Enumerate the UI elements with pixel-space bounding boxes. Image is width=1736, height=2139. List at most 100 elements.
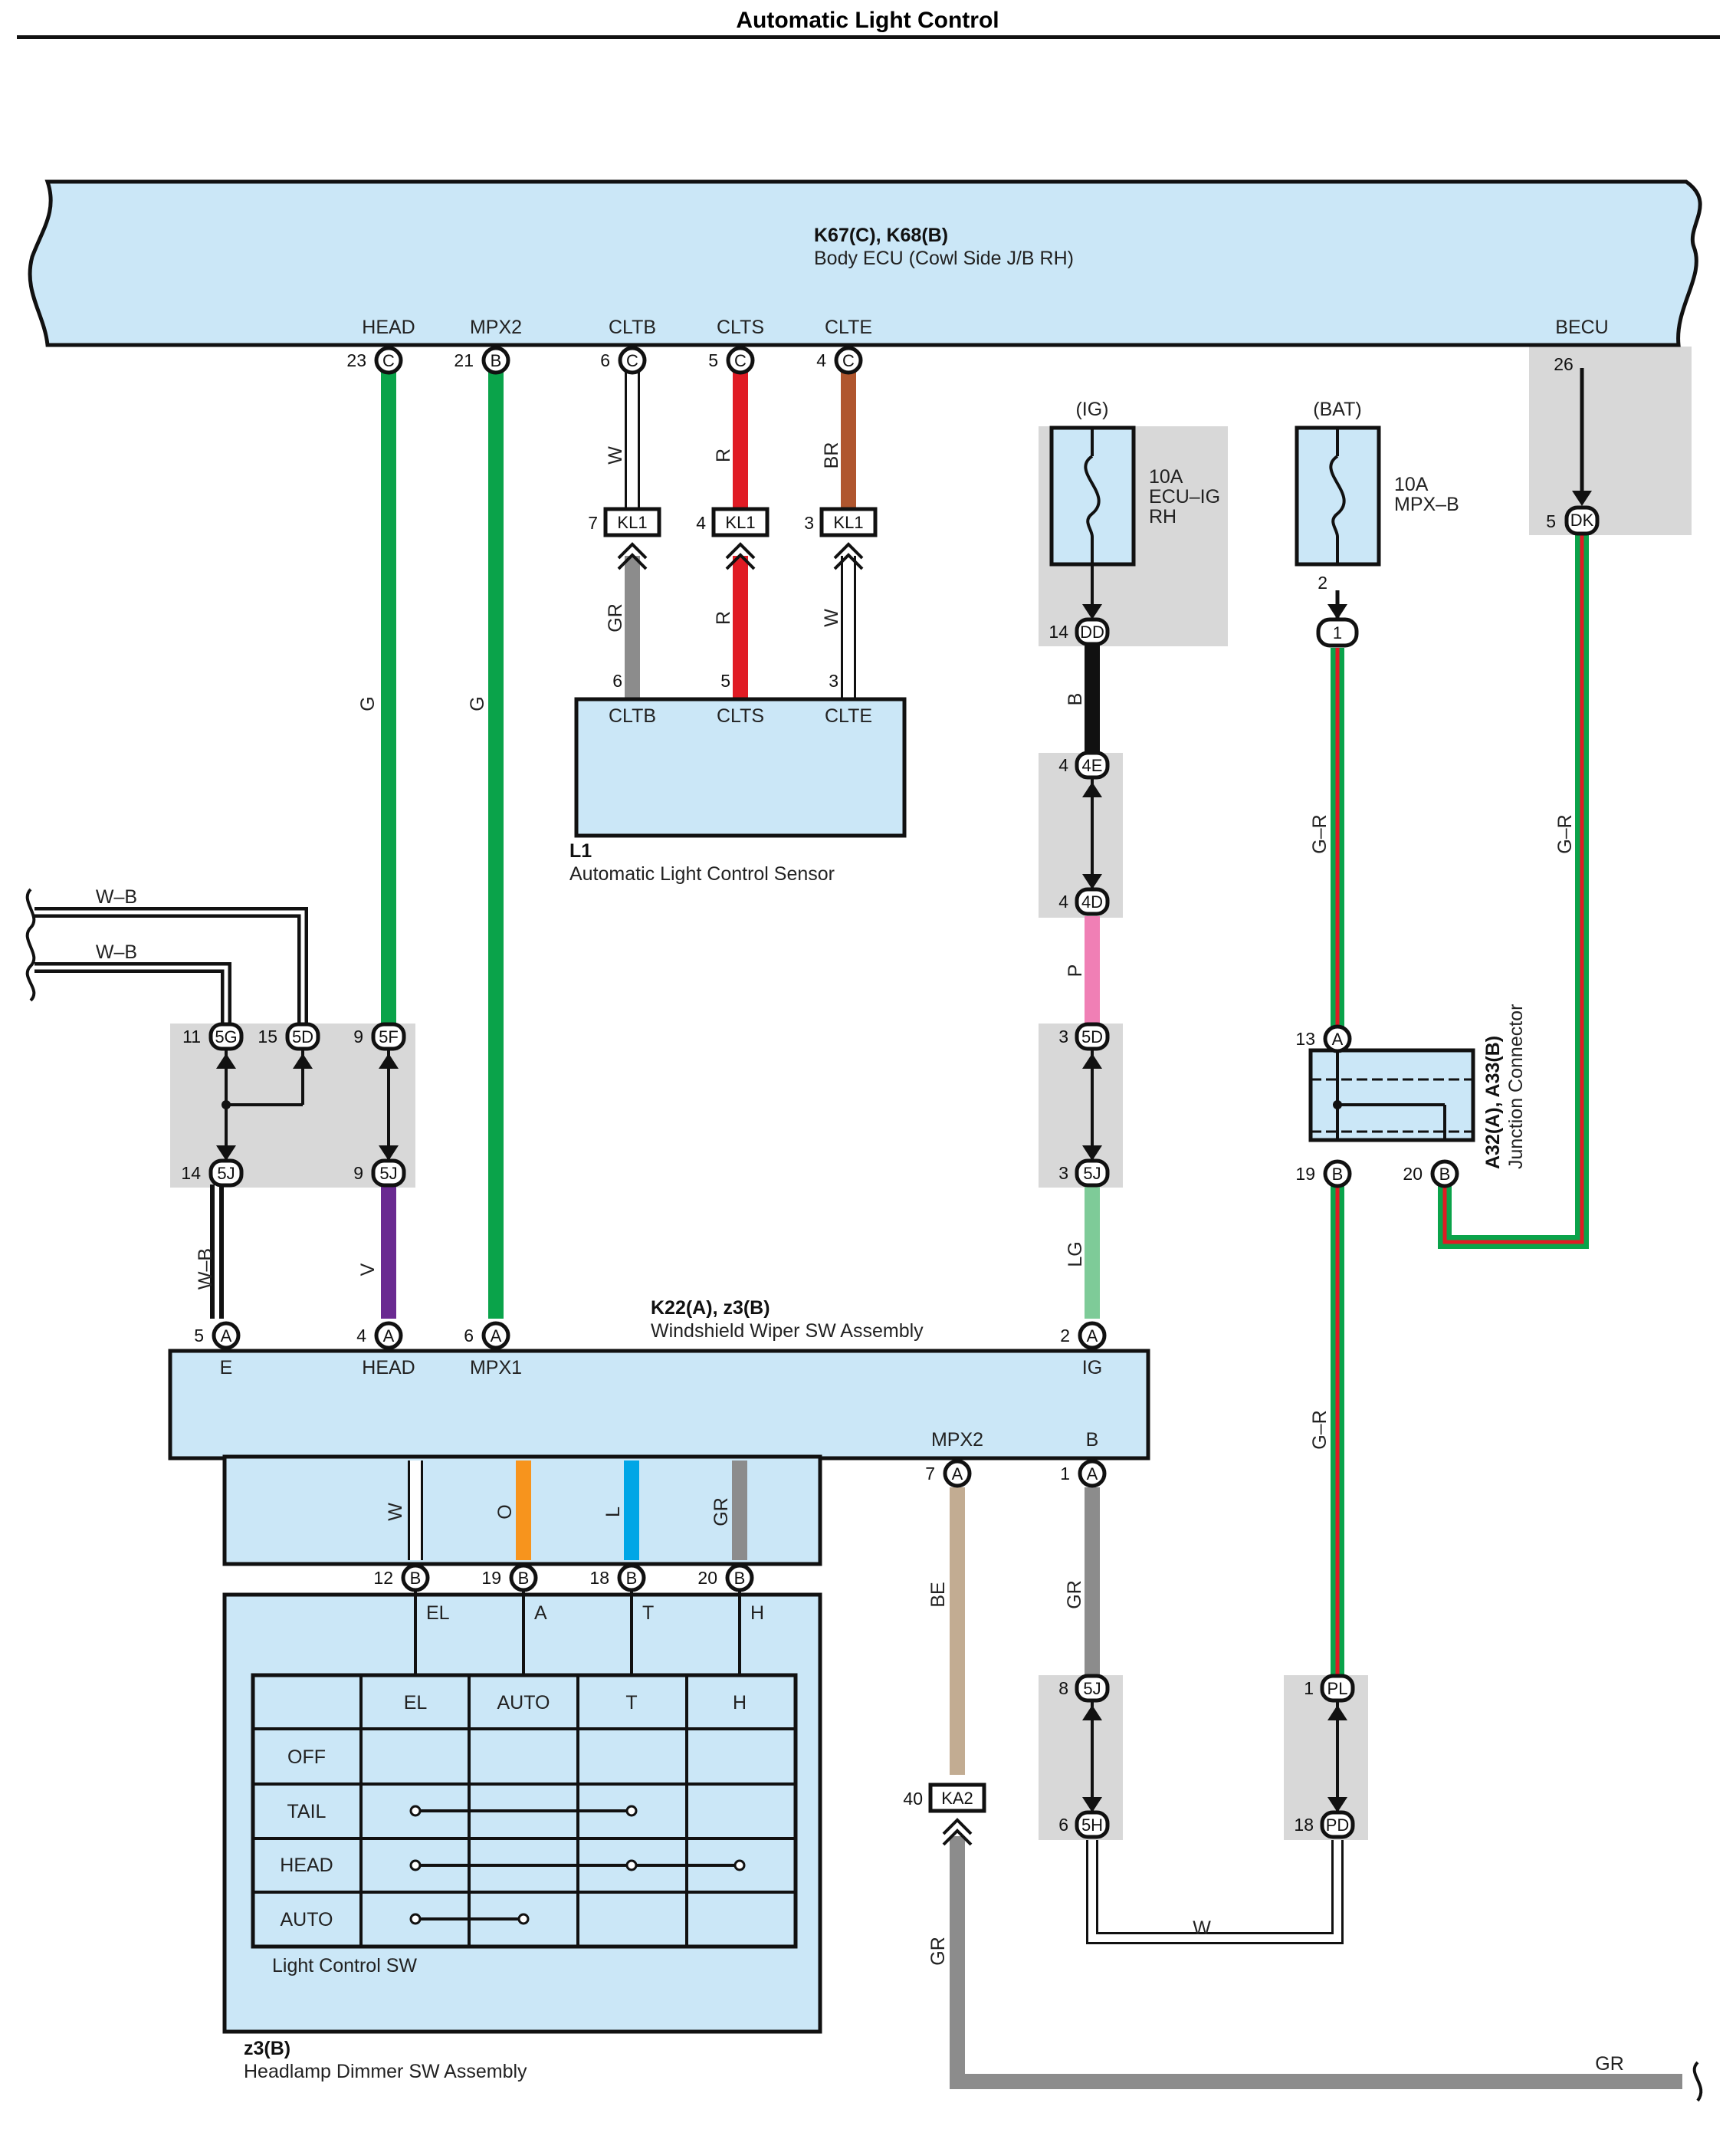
svg-text:KL1: KL1	[833, 513, 863, 532]
svg-text:18: 18	[1294, 1815, 1314, 1835]
svg-text:18: 18	[589, 1568, 609, 1588]
label-lg-ig: LG	[1065, 1241, 1086, 1267]
svg-text:B: B	[518, 1569, 530, 1588]
svg-text:B: B	[1332, 1165, 1344, 1184]
svg-text:PL: PL	[1327, 1679, 1348, 1698]
lower-right-connectors: 5J 8 5H 6 PL 1 PD 18	[1058, 1674, 1355, 1839]
ecu-terminal-clts: CLTS	[717, 317, 764, 338]
svg-text:5J: 5J	[1083, 1679, 1101, 1698]
ka2-connector: KA2 40	[903, 1783, 986, 1846]
svg-text:5F: 5F	[379, 1027, 399, 1046]
svg-text:A: A	[491, 1326, 502, 1346]
wire-color-labels: G G W R BR GR R W B P LG V W–B W–B W–B G…	[96, 442, 1624, 2075]
table-col-auto: AUTO	[497, 1692, 550, 1714]
left-jb-connectors: 5G 11 5D 15 5F 9 5J 14 5J 9	[181, 1022, 406, 1188]
svg-text:23: 23	[346, 350, 366, 370]
svg-text:9: 9	[353, 1163, 363, 1183]
label-g-head: G	[357, 696, 379, 711]
svg-text:GR: GR	[710, 1497, 732, 1526]
label-w-clte: W	[821, 609, 842, 627]
table-row-auto: AUTO	[281, 1909, 333, 1930]
label-wb-lower: W–B	[96, 941, 137, 963]
dimmer-terminal-a: A	[534, 1602, 547, 1624]
svg-text:40: 40	[903, 1789, 923, 1809]
wiper-terminal-mpx2: MPX2	[931, 1429, 983, 1451]
wire-bottom-gr	[950, 1836, 1682, 2089]
svg-text:PD: PD	[1326, 1815, 1350, 1835]
svg-text:2: 2	[1318, 573, 1327, 593]
table-row-tail: TAIL	[287, 1801, 327, 1822]
body-ecu-ref: K67(C), K68(B)	[814, 225, 948, 246]
ecu-terminal-mpx2: MPX2	[470, 317, 522, 338]
svg-text:ECU–IG: ECU–IG	[1149, 486, 1220, 508]
label-gr-bat2: G–R	[1309, 1410, 1331, 1449]
label-r-clts: R	[713, 449, 734, 462]
svg-text:4: 4	[816, 350, 826, 370]
svg-text:A: A	[221, 1326, 232, 1346]
svg-text:19: 19	[481, 1568, 501, 1588]
svg-text:B: B	[626, 1569, 638, 1588]
svg-text:4E: 4E	[1082, 756, 1103, 775]
svg-text:5D: 5D	[1081, 1027, 1103, 1046]
svg-text:B: B	[734, 1569, 746, 1588]
label-w-loop: W	[1193, 1917, 1211, 1939]
svg-text:3: 3	[804, 513, 814, 533]
svg-text:10A: 10A	[1394, 474, 1429, 495]
svg-text:5H: 5H	[1081, 1815, 1103, 1835]
wiper-terminal-head: HEAD	[362, 1357, 415, 1378]
ig-chain-connectors: 4E 4 4D 4 5D 3 5J 3	[1058, 751, 1110, 1188]
wiper-terminal-mpx1: MPX1	[470, 1357, 522, 1378]
dimmer-terminal-h: H	[750, 1602, 764, 1624]
light-control-table: EL AUTO T H OFF TAIL HEAD AUTO	[251, 1673, 798, 1949]
svg-text:20: 20	[697, 1568, 717, 1588]
svg-text:KA2: KA2	[941, 1789, 973, 1808]
svg-text:L: L	[602, 1506, 624, 1517]
label-gr-bottom: GR	[927, 1937, 949, 1966]
svg-text:B: B	[410, 1569, 422, 1588]
wiper-terminal-ig: IG	[1082, 1357, 1102, 1378]
svg-text:DD: DD	[1080, 623, 1104, 642]
svg-text:KL1: KL1	[617, 513, 647, 532]
svg-text:5: 5	[194, 1326, 204, 1346]
wiper-sw-box	[168, 1349, 1150, 1460]
svg-text:10A: 10A	[1149, 466, 1183, 488]
becu-dk-connector: DK 5	[1546, 491, 1600, 536]
svg-text:C: C	[734, 351, 747, 370]
svg-text:5: 5	[1546, 511, 1556, 531]
fuse-bat-group: (BAT)	[1313, 399, 1361, 420]
fuse-ecu-ig: (IG) 10A ECU–IG RH DD 14	[1048, 399, 1220, 646]
svg-text:1: 1	[1060, 1464, 1070, 1484]
dimmer-terminal-t: T	[642, 1602, 654, 1624]
label-gr-becu: G–R	[1554, 814, 1576, 853]
junction-connector: A 13 B 19 B 20 A32(A), A33(B) Junction C…	[1295, 1004, 1527, 1188]
wiper-terminal-e: E	[220, 1357, 233, 1378]
title-rule	[17, 35, 1720, 39]
svg-text:6: 6	[600, 350, 610, 370]
dimmer-ref: z3(B)	[244, 2038, 290, 2059]
svg-text:KL1: KL1	[725, 513, 755, 532]
sensor-terminal-clts: CLTS	[717, 705, 764, 727]
svg-text:9: 9	[353, 1027, 363, 1046]
sensor-terminal-cltb: CLTB	[609, 705, 656, 727]
svg-text:5: 5	[720, 671, 730, 691]
label-gr-right: GR	[1595, 2053, 1624, 2075]
sensor-box	[574, 697, 907, 838]
label-r-clts2: R	[713, 611, 734, 625]
ecu-terminal-clte: CLTE	[825, 317, 872, 338]
svg-text:6: 6	[1058, 1815, 1068, 1835]
svg-text:2: 2	[1060, 1326, 1070, 1346]
svg-text:14: 14	[181, 1163, 201, 1183]
svg-text:5G: 5G	[215, 1027, 237, 1046]
svg-text:3: 3	[829, 671, 838, 691]
svg-text:A: A	[952, 1464, 963, 1484]
ecu-terminal-becu: BECU	[1555, 317, 1608, 338]
ecu-pin-connectors: C 23 B 21 C 6 C 5 C 4 26	[346, 346, 1574, 375]
svg-text:7: 7	[588, 513, 598, 533]
wiper-sw-name: Windshield Wiper SW Assembly	[651, 1320, 924, 1342]
svg-text:W: W	[385, 1503, 406, 1521]
dimmer-name: Headlamp Dimmer SW Assembly	[244, 2061, 527, 2082]
svg-text:MPX–B: MPX–B	[1394, 494, 1459, 515]
svg-text:6: 6	[464, 1326, 474, 1346]
svg-text:26: 26	[1554, 354, 1574, 374]
